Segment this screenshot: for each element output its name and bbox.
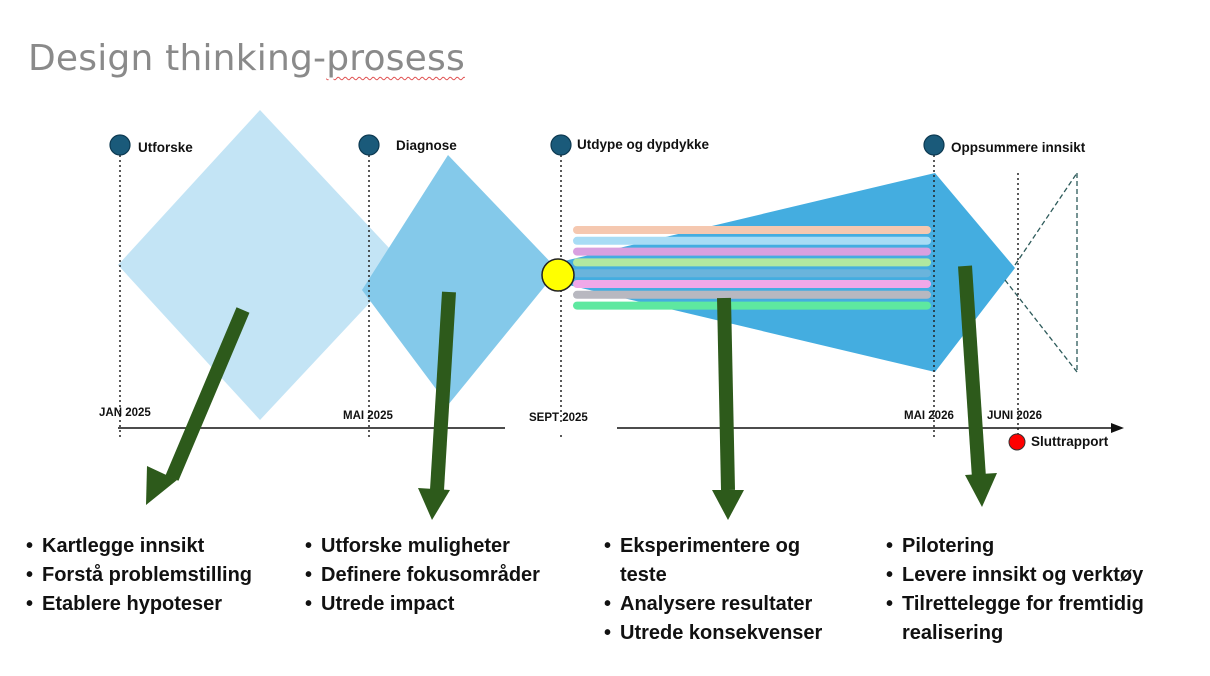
outcome-item: Etablere hypoteser xyxy=(26,590,296,619)
timeline-gap xyxy=(505,424,617,432)
phase-label-3: Utdype og dypdykke xyxy=(577,137,710,152)
explore-diamond xyxy=(118,110,405,420)
experiment-stripes xyxy=(573,226,931,310)
outcome-funnel-bottom xyxy=(1004,279,1078,373)
arrow-head-4 xyxy=(965,473,997,507)
center-milestone-dot xyxy=(541,258,575,292)
arrow-head-1 xyxy=(146,466,177,505)
date-label-3: SEPT 2025 xyxy=(529,412,588,424)
phase-label-1: Utforske xyxy=(138,140,193,155)
outcome-item: Levere innsikt og verktøy xyxy=(886,561,1191,590)
timeline-arrowhead xyxy=(1111,423,1124,433)
date-label-2: MAI 2025 xyxy=(343,410,393,422)
date-label-1: JAN 2025 xyxy=(99,407,151,419)
phase-arrows xyxy=(146,265,997,520)
experiment-stripe xyxy=(573,280,931,288)
arrow-shaft-1 xyxy=(165,307,250,481)
arrow-shaft-2 xyxy=(430,291,456,491)
milestone-icon-4 xyxy=(923,134,945,156)
outcome-item: Eksperimentere og teste xyxy=(604,532,849,590)
arrow-head-3 xyxy=(712,490,744,520)
outcome-funnel-top xyxy=(1014,172,1078,266)
experiment-stripe xyxy=(573,258,931,267)
experiment-stripe xyxy=(573,290,931,299)
outcome-item: Definere fokusområder xyxy=(305,561,595,590)
outcome-item: Utrede impact xyxy=(305,590,595,619)
arrow-shaft-3 xyxy=(717,297,735,491)
experiment-stripe xyxy=(573,226,931,234)
outcome-item: Analysere resultater xyxy=(604,590,849,619)
phase-label-4: Oppsummere innsikt xyxy=(951,140,1086,155)
outcome-item: Kartlegge innsikt xyxy=(26,532,296,561)
outcome-list-1: Kartlegge innsikt Forstå problemstilling… xyxy=(26,532,296,619)
experiment-stripe xyxy=(573,236,931,245)
title-text-flagged: prosess xyxy=(326,38,465,79)
title-text: Design thinking- xyxy=(28,38,327,79)
date-label-4: MAI 2026 xyxy=(904,410,954,422)
arrow-head-2 xyxy=(418,488,450,520)
end-milestone-dot xyxy=(1008,433,1026,451)
outcome-item: Utforske muligheter xyxy=(305,532,595,561)
experiment-stripe xyxy=(573,269,931,278)
slide-title: Design thinking-prosess xyxy=(28,38,465,79)
outcome-item: Tilrettelegge for fremtidig realisering xyxy=(886,590,1191,648)
phase-label-2: Diagnose xyxy=(396,138,457,153)
milestone-icon-3 xyxy=(550,134,572,156)
milestone-icon-1 xyxy=(109,134,131,156)
end-marker-label: Sluttrapport xyxy=(1031,434,1109,449)
outcome-item: Utrede konsekvenser xyxy=(604,619,849,648)
milestone-icon-2 xyxy=(358,134,380,156)
arrow-shaft-4 xyxy=(958,265,986,479)
experiment-stripe xyxy=(573,247,931,256)
outcome-item: Pilotering xyxy=(886,532,1191,561)
outcome-list-2: Utforske muligheter Definere fokusområde… xyxy=(305,532,595,619)
experiment-stripe xyxy=(573,301,931,310)
outcome-list-4: Pilotering Levere innsikt og verktøy Til… xyxy=(886,532,1191,648)
outcome-list-3: Eksperimentere og teste Analysere result… xyxy=(604,532,849,648)
date-label-5: JUNI 2026 xyxy=(987,410,1042,422)
diagnose-diamond xyxy=(362,155,558,405)
outcome-item: Forstå problemstilling xyxy=(26,561,296,590)
